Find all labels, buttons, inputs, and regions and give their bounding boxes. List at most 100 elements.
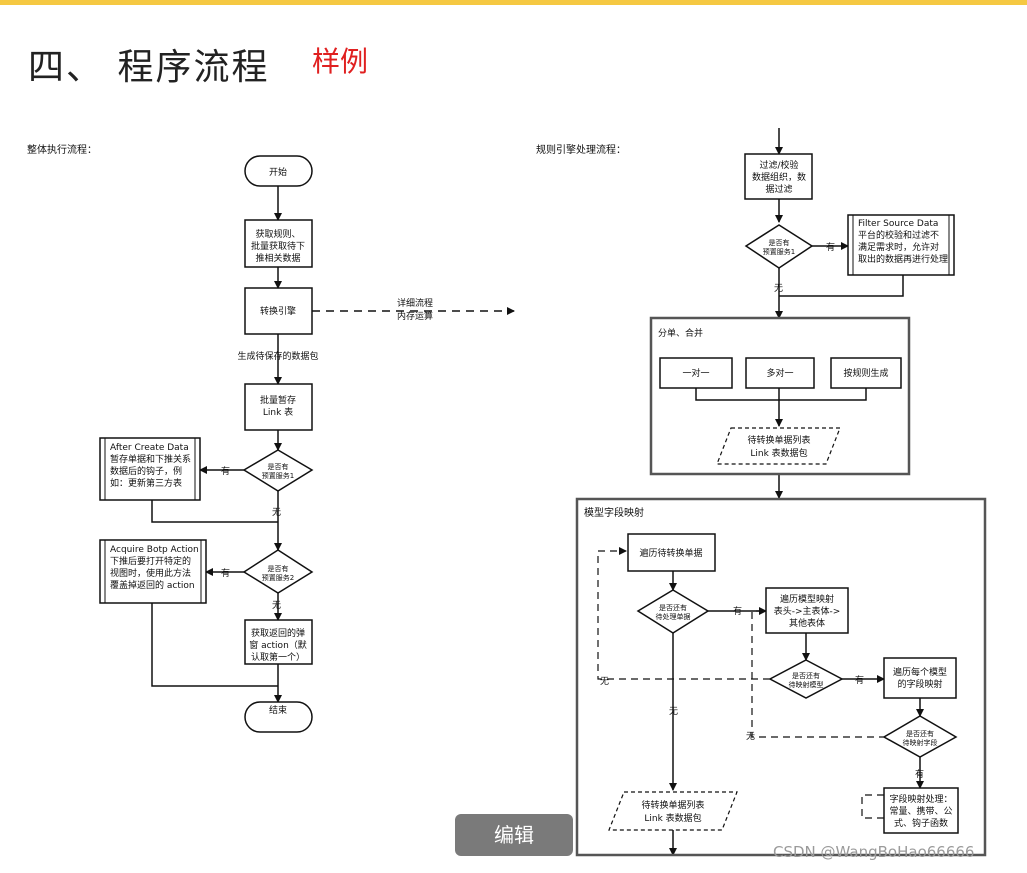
check-bills-no: 无 (669, 706, 678, 717)
iterate-models-line1: 遍历模型映射 (780, 593, 834, 605)
check1-line1: 是否有 (268, 462, 289, 471)
engine-label: 转换引擎 (260, 305, 296, 317)
start-label: 开始 (269, 166, 287, 178)
check1-no-label: 无 (272, 507, 281, 518)
mapping-frame (575, 497, 987, 857)
many-to-one-box (745, 357, 815, 389)
check-models-no: 无 (600, 676, 609, 687)
fetch-rules-box (244, 219, 313, 268)
check-bills-decision (636, 589, 710, 634)
check-bills-yes: 有 (733, 605, 742, 617)
iterate-fields-box (883, 657, 957, 699)
filter-source-box (847, 214, 955, 276)
pending-package-parallelogram (716, 427, 841, 465)
iterate-models-line2: 表头->主表体-> (774, 605, 841, 617)
check-models-decision (768, 659, 844, 699)
check1-line2: 预置服务1 (262, 471, 294, 480)
by-rule-label: 按规则生成 (843, 367, 888, 379)
check1-decision (242, 449, 314, 492)
check2-decision (242, 549, 314, 594)
check-fields-no: 无 (746, 731, 755, 742)
stash-line1: 批量暂存 (260, 394, 296, 406)
check-fields-line2: 待映射字段 (903, 738, 938, 747)
iterate-bills-label: 遍历待转换单据 (639, 547, 702, 559)
filter-source-line3: 满足需求时，允许对 (858, 241, 939, 253)
after-create-line3: 数据后的钩子，例 (110, 465, 182, 477)
page-title: 四、 程序流程 (28, 47, 270, 88)
iterate-models-line3: 其他表体 (789, 617, 825, 629)
filter-line2: 数据组织，数 (752, 171, 806, 183)
check2-yes-label: 有 (221, 567, 230, 579)
start-terminator (244, 155, 313, 187)
check1-yes-label: 有 (221, 465, 230, 477)
filter-box (744, 153, 813, 200)
acquire-line3: 视图时，使用此方法 (110, 567, 191, 579)
check2-line2: 预置服务2 (262, 573, 294, 582)
many-to-one-label: 多对一 (766, 367, 793, 379)
fetch-line3: 推相关数据 (255, 252, 300, 264)
popup-line2: 窗 action（默 (249, 639, 307, 651)
field-process-line3: 式、钩子函数 (894, 817, 948, 829)
field-process-line2: 常量、携带、公 (889, 805, 952, 817)
check-fields-decision (882, 715, 958, 758)
after-create-line4: 如：更新第三方表 (110, 477, 182, 489)
check2-no-label: 无 (272, 600, 281, 611)
check-models-yes: 有 (855, 674, 864, 686)
detail-line1: 详细流程 (397, 297, 433, 309)
check-bills-line2: 待处理单据 (656, 612, 691, 621)
output-pkg-line2: Link 表数据包 (644, 812, 701, 824)
iterate-bills-box (627, 533, 716, 572)
check2-line1: 是否有 (268, 564, 289, 573)
fetch-line1: 获取规则、 (255, 228, 300, 240)
after-create-line2: 暂存单据和下推关系 (110, 453, 191, 465)
output-package-parallelogram (608, 791, 738, 831)
popup-action-box (244, 619, 313, 665)
top-accent-bar (0, 0, 1027, 5)
check-right-no: 无 (774, 283, 783, 294)
generate-label: 生成待保存的数据包 (237, 350, 318, 362)
stash-line2: Link 表 (263, 406, 293, 418)
sample-tag: 样例 (312, 45, 369, 78)
filter-source-line1: Filter Source Data (858, 219, 938, 229)
one-to-one-box (659, 357, 733, 389)
check-right-line1: 是否有 (769, 238, 790, 247)
iterate-fields-line1: 遍历每个模型 (893, 666, 947, 678)
after-create-line1: After Create Data (110, 443, 189, 453)
check-models-line2: 待映射模型 (789, 680, 824, 689)
right-caption: 规则引擎处理流程： (536, 145, 626, 156)
filter-line1: 过滤/校验 (759, 159, 798, 171)
iterate-fields-line2: 的字段映射 (897, 678, 942, 690)
filter-source-line4: 取出的数据再进行处理 (858, 253, 948, 265)
one-to-one-label: 一对一 (682, 367, 709, 379)
mapping-title: 模型字段映射 (584, 506, 644, 519)
field-process-box (883, 787, 959, 834)
check-fields-yes: 有 (915, 768, 924, 780)
check-fields-line1: 是否还有 (906, 729, 934, 738)
acquire-line1: Acquire Botp Action (110, 545, 199, 555)
fetch-line2: 批量获取待下 (251, 240, 305, 252)
acquire-line4: 覆盖掉返回的 action (110, 579, 195, 591)
check-decision-right (744, 224, 814, 269)
popup-line3: 认取第一个） (251, 651, 305, 663)
field-process-line1: 字段映射处理： (889, 793, 952, 805)
output-pkg-line1: 待转换单据列表 (641, 799, 704, 811)
acquire-line2: 下推后要打开特定的 (110, 555, 191, 567)
end-terminator (244, 701, 313, 733)
filter-source-line2: 平台的校验和过滤不 (858, 229, 939, 241)
edit-button[interactable]: 编辑 (455, 814, 573, 856)
watermark-text: CSDN @WangBoHao66666 (773, 843, 975, 861)
by-rule-box (830, 357, 902, 389)
left-caption: 整体执行流程： (27, 145, 97, 156)
check-right-yes: 有 (826, 241, 835, 253)
pending-pkg-line2: Link 表数据包 (750, 447, 807, 459)
check-models-line1: 是否还有 (792, 671, 820, 680)
end-label: 结束 (269, 704, 287, 716)
stash-box (244, 383, 313, 431)
engine-box (244, 287, 313, 335)
split-merge-frame (649, 316, 911, 476)
iterate-models-box (765, 587, 849, 634)
popup-line1: 获取返回的弹 (251, 627, 305, 639)
split-merge-title: 分单、合并 (658, 327, 703, 339)
check-right-line2: 预置服务1 (763, 247, 795, 256)
